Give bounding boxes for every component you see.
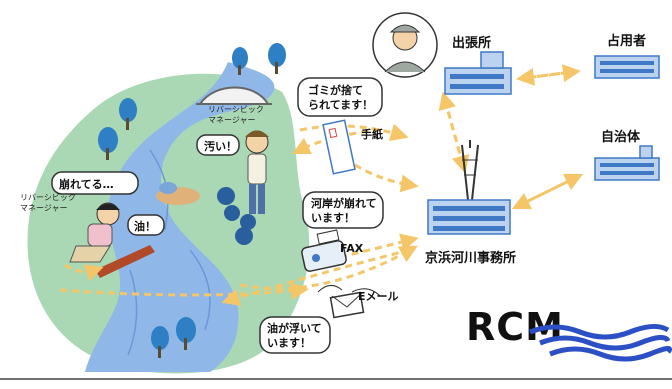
letter-label: 手紙 [361,127,383,141]
bubble-oil-text: 油！ [134,219,156,233]
occupants-building [594,55,660,79]
arrow-fax [304,233,419,267]
bubble-bank-collapse: 河岸が崩れています！ [302,191,384,229]
man-figure [245,130,269,214]
bubble-garbage-text: ゴミが捨てられてます！ [308,83,373,111]
main-office-building [427,140,511,235]
branch-office-building [444,51,512,95]
bubble-dirty: 汚い！ [196,134,240,156]
municipality-building [594,145,660,181]
logo-wave [529,324,670,340]
flow-arrows [59,64,584,307]
arrow-occupants [524,64,581,83]
dead-fish [156,182,200,205]
bridge [196,86,272,105]
bubble-oil-floating-text: 油が浮いています！ [267,321,322,349]
arrow-branch-to-main [443,99,470,174]
inspector-figure [372,12,438,78]
main-office-label: 京浜河川事務所 [425,250,516,266]
arrow-letter [291,128,381,155]
bubble-dirty-text: 汚い！ [204,139,237,153]
bubble-oil: 油！ [127,214,165,236]
river-ripple [127,269,138,356]
woman-figure [69,202,120,263]
river-manager-label-top: リバーシビックマネージャー [208,105,264,124]
bubble-garbage: ゴミが捨てられてます！ [297,77,383,117]
email-label: Eメール [358,290,399,303]
river-manager-label-left: リバーシビックマネージャー [20,193,76,212]
collapsed-bank [95,245,155,278]
email-envelope [317,285,381,319]
fax-machine [301,229,347,272]
river-ripple [189,249,211,331]
letter-envelope [322,119,356,175]
rcm-logo: RCM [466,305,672,362]
logo-wave [549,346,672,362]
bubble-oil-floating: 油が浮いています！ [259,316,331,354]
arrow-to-office-1 [354,163,419,193]
trees [98,43,286,358]
logo-wave [539,335,671,351]
municipality-label: 自治体 [601,129,641,145]
bubble-bank-collapse-text: 河岸が崩れています！ [311,196,377,224]
bubble-collapsed-text: 崩れてる… [59,177,114,191]
bubble-collapsed: 崩れてる… [51,171,139,195]
fax-label: FAX [340,242,364,255]
occupants-label: 占用者 [607,33,646,49]
branch-office-label: 出張所 [452,35,491,51]
garbage-bags [217,187,256,245]
